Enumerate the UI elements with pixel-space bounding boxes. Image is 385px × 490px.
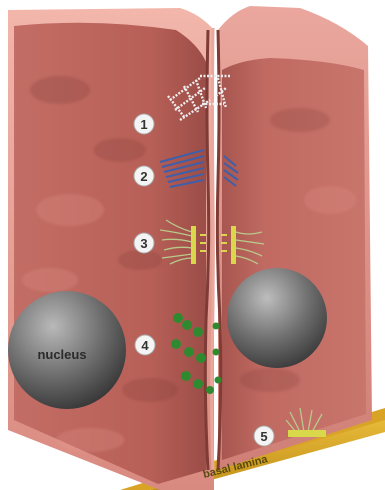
right-nucleus — [227, 268, 327, 368]
svg-text:1: 1 — [140, 117, 147, 132]
desmosome-plate-left — [191, 226, 196, 264]
right-cell — [218, 6, 372, 470]
membrane-highlight — [212, 28, 214, 470]
svg-text:2: 2 — [140, 169, 147, 184]
svg-text:4: 4 — [141, 338, 149, 353]
left-cell: nucleus — [8, 8, 214, 490]
marker-2: 2 — [134, 166, 154, 186]
marker-3: 3 — [134, 233, 154, 253]
nucleus-label: nucleus — [37, 347, 86, 362]
svg-text:3: 3 — [140, 236, 147, 251]
marker-1: 1 — [134, 114, 154, 134]
marker-5: 5 — [254, 426, 274, 446]
marker-4: 4 — [135, 335, 155, 355]
desmosome-plate-right — [231, 226, 236, 264]
hemidesmosome-plate — [288, 430, 326, 437]
svg-text:5: 5 — [260, 429, 267, 444]
